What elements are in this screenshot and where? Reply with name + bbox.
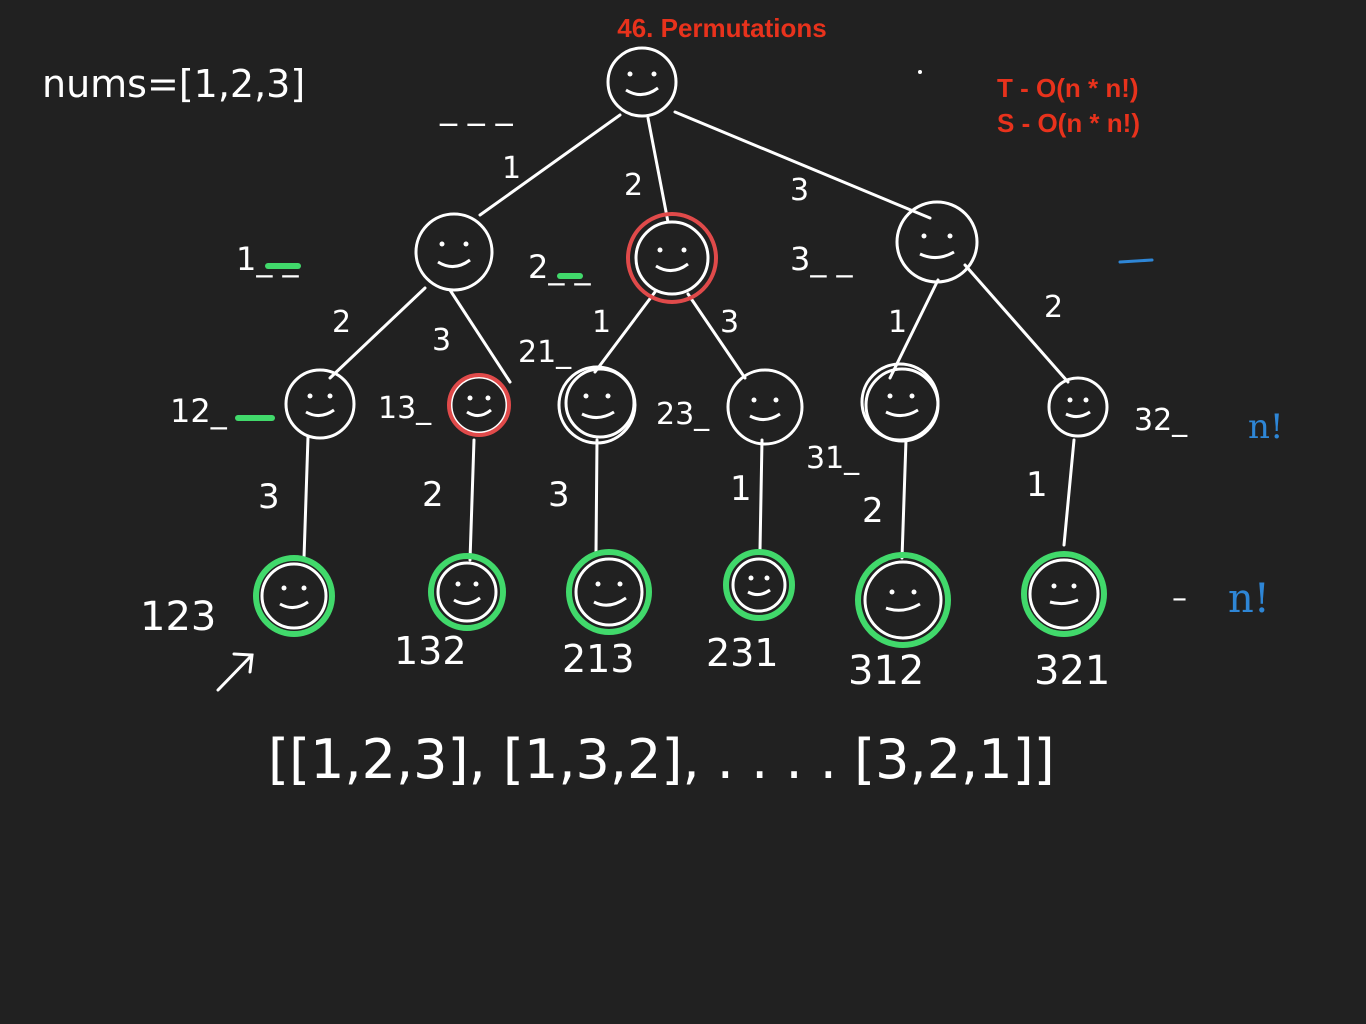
prefix-label: 32_ [1134,403,1188,438]
node-level2-12 [284,368,356,440]
prefix-label: 1_ _ [236,240,300,278]
node-leaf-132 [428,553,506,631]
edge-label: 3 [258,477,280,517]
root-slots: _ _ _ [439,87,514,127]
prefix-label: 12_ [170,392,228,430]
nums-label: nums=[1,2,3] [42,62,305,106]
edge-label: 1 [1026,465,1048,505]
count-annotation: n! [1248,407,1284,447]
edge-1-13 [448,288,512,384]
edge-32-321 [1062,438,1076,547]
edge-2-21 [593,290,657,374]
page-title: 46. Permutations [617,13,827,43]
edge-21-213 [594,438,599,555]
edge-3-32 [963,263,1070,384]
edge-label: 3 [432,323,451,358]
edge-31-312 [900,438,908,560]
node-level1-3 [895,200,979,284]
node-leaf-312 [855,552,951,648]
prefix-label: 2_ _ [528,248,592,286]
leaf-label: 321 [1034,648,1110,694]
stray-dot [918,70,922,74]
prefix-label: 3_ _ [790,240,854,278]
dash-mark: – [1172,581,1187,616]
node-leaf-123 [253,555,335,637]
edge-2-23 [686,292,747,380]
node-root [606,46,678,118]
edge-label: 1 [888,305,907,340]
prefix-label: 13_ [378,391,432,426]
result-list: [[1,2,3], [1,3,2], . . . . [3,2,1]] [268,728,1055,791]
edge-label: 3 [790,173,809,208]
arrow-icon [216,652,254,692]
edge-1-12 [328,286,427,380]
edge-label: 1 [502,151,521,186]
node-leaf-213 [566,549,652,635]
edge-label: 2 [422,475,444,515]
edge-label: 1 [730,469,752,509]
edge-root-1 [478,113,622,217]
prefix-label: 21_ [518,335,572,370]
edge-root-3 [673,110,932,220]
node-level2-23 [726,368,804,446]
node-leaf-321 [1021,551,1107,637]
edge-label: 2 [332,305,351,340]
edge-root-2 [646,116,670,224]
node-leaf-231 [723,549,795,621]
leaf-label: 312 [848,648,924,694]
blue-dash-mark [1118,258,1154,264]
leaf-label: 132 [394,629,467,673]
node-level1-2 [626,212,718,304]
leaf-label: 231 [706,631,779,675]
edge-label: 3 [720,305,739,340]
node-level2-13 [447,373,511,437]
prefix-label: 31_ [806,441,860,476]
edge-23-231 [758,438,764,552]
edge-label: 2 [624,168,643,203]
count-annotation: n! [1228,576,1270,622]
edge-label: 2 [862,491,884,531]
leaf-label: 213 [562,637,635,681]
node-level2-32 [1047,376,1109,438]
edge-12-123 [302,435,310,560]
edge-label: 1 [592,305,611,340]
edge-3-31 [888,278,940,380]
edge-13-132 [468,438,476,562]
space-complexity: S - O(n * n!) [997,108,1140,138]
edge-label: 3 [548,475,570,515]
node-level2-31 [860,362,940,443]
leaf-label: 123 [140,594,216,640]
node-level1-1 [414,212,494,292]
edge-label: 2 [1044,290,1063,325]
time-complexity: T - O(n * n!) [997,73,1139,103]
prefix-label: 23_ [656,397,710,432]
node-level2-21 [557,365,637,445]
